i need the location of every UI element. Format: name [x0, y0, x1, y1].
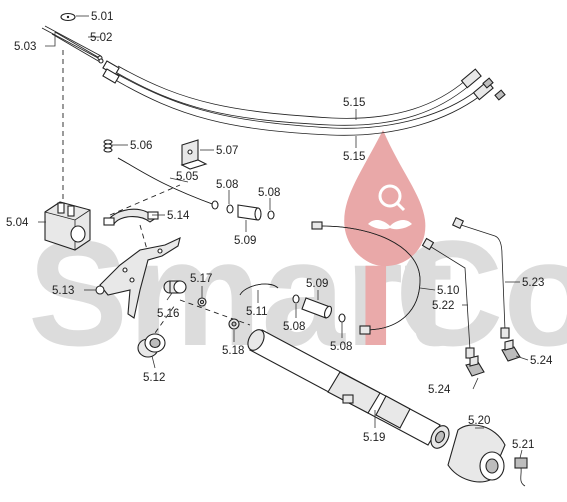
- part-mounting-bracket-5-13: [95, 237, 181, 319]
- callout-5-10: 5.10: [437, 285, 459, 297]
- callout-5-15-lower: 5.15: [343, 151, 365, 163]
- callout-5-11: 5.11: [246, 306, 268, 318]
- callout-5-08-upper-b: 5.08: [258, 187, 280, 199]
- callout-5-12: 5.12: [143, 372, 165, 384]
- part-bracket-5-07: [180, 139, 208, 170]
- part-nozzle-holder-5-16: [163, 280, 187, 294]
- part-nozzle-5-18: [228, 318, 240, 330]
- assembly-line-ring: [149, 304, 176, 341]
- part-washer-5-01: [60, 12, 76, 22]
- part-o-ring-5-08-lower-a: [292, 294, 300, 304]
- part-flange-5-12: [137, 333, 166, 358]
- part-ignition-cables-5-15: [102, 60, 506, 136]
- watermark-flame-logo-icon: [344, 130, 426, 267]
- callout-5-01: 5.01: [91, 11, 113, 23]
- callout-5-08-lower-b: 5.08: [330, 341, 352, 353]
- callout-5-24-left: 5.24: [428, 384, 451, 396]
- callout-5-08-upper-a: 5.08: [216, 179, 238, 191]
- callout-5-09-lower: 5.09: [306, 278, 328, 290]
- callout-5-08-lower-a: 5.08: [283, 321, 305, 333]
- part-electrode-holder-5-04: [44, 201, 91, 251]
- part-pipe-5-23: [451, 216, 510, 339]
- callout-5-13: 5.13: [52, 285, 74, 297]
- part-burner-tube-5-19: [247, 329, 450, 449]
- part-o-ring-5-08-upper-b: [267, 210, 275, 220]
- callout-5-17: 5.17: [190, 273, 212, 285]
- part-connector-5-21: [514, 457, 528, 487]
- leader-lines: [38, 15, 529, 459]
- assembly-line-bracket: [109, 184, 181, 216]
- part-bent-pipe-5-11: [239, 283, 279, 296]
- callout-5-23: 5.23: [522, 277, 544, 289]
- part-o-ring-5-08-lower-b: [338, 313, 346, 323]
- assembly-line-nozzle: [179, 299, 251, 326]
- part-flex-hose-5-10: [311, 221, 421, 335]
- callout-5-19: 5.19: [363, 432, 385, 444]
- callout-labels: 5.01 5.02 5.03 5.04 5.05 5.06 5.07 5.08 …: [6, 11, 553, 451]
- part-sleeve-5-09-lower: [301, 297, 333, 319]
- callout-5-24-right: 5.24: [530, 355, 553, 367]
- callout-5-22: 5.22: [432, 300, 454, 312]
- part-sleeve-5-09-upper: [237, 204, 262, 221]
- part-nut-5-17: [197, 297, 207, 307]
- callout-5-05: 5.05: [176, 171, 198, 183]
- callout-5-15-upper: 5.15: [343, 97, 365, 109]
- part-clamp-5-14: [103, 208, 159, 226]
- callout-5-07: 5.07: [216, 145, 238, 157]
- callout-5-04: 5.04: [6, 217, 29, 229]
- callout-5-09-upper: 5.09: [234, 235, 256, 247]
- callout-5-14: 5.14: [167, 210, 190, 222]
- watermark: Smart i Co: [28, 130, 567, 377]
- callout-5-16: 5.16: [157, 308, 179, 320]
- callout-5-06: 5.06: [130, 140, 152, 152]
- callout-5-02: 5.02: [90, 32, 112, 44]
- callout-5-20: 5.20: [468, 415, 490, 427]
- part-o-ring-5-08-upper-a: [226, 204, 234, 214]
- part-fitting-5-24-left: [465, 355, 485, 377]
- part-oil-line-5-05: [117, 157, 219, 210]
- part-electrodes-5-02: [41, 25, 104, 64]
- callout-5-18: 5.18: [222, 345, 244, 357]
- callout-5-21: 5.21: [512, 439, 534, 451]
- callout-5-03: 5.03: [14, 41, 36, 53]
- part-pipe-5-22: [421, 237, 475, 359]
- part-solenoid-5-20: [447, 424, 506, 483]
- part-spring-5-06: [103, 139, 113, 153]
